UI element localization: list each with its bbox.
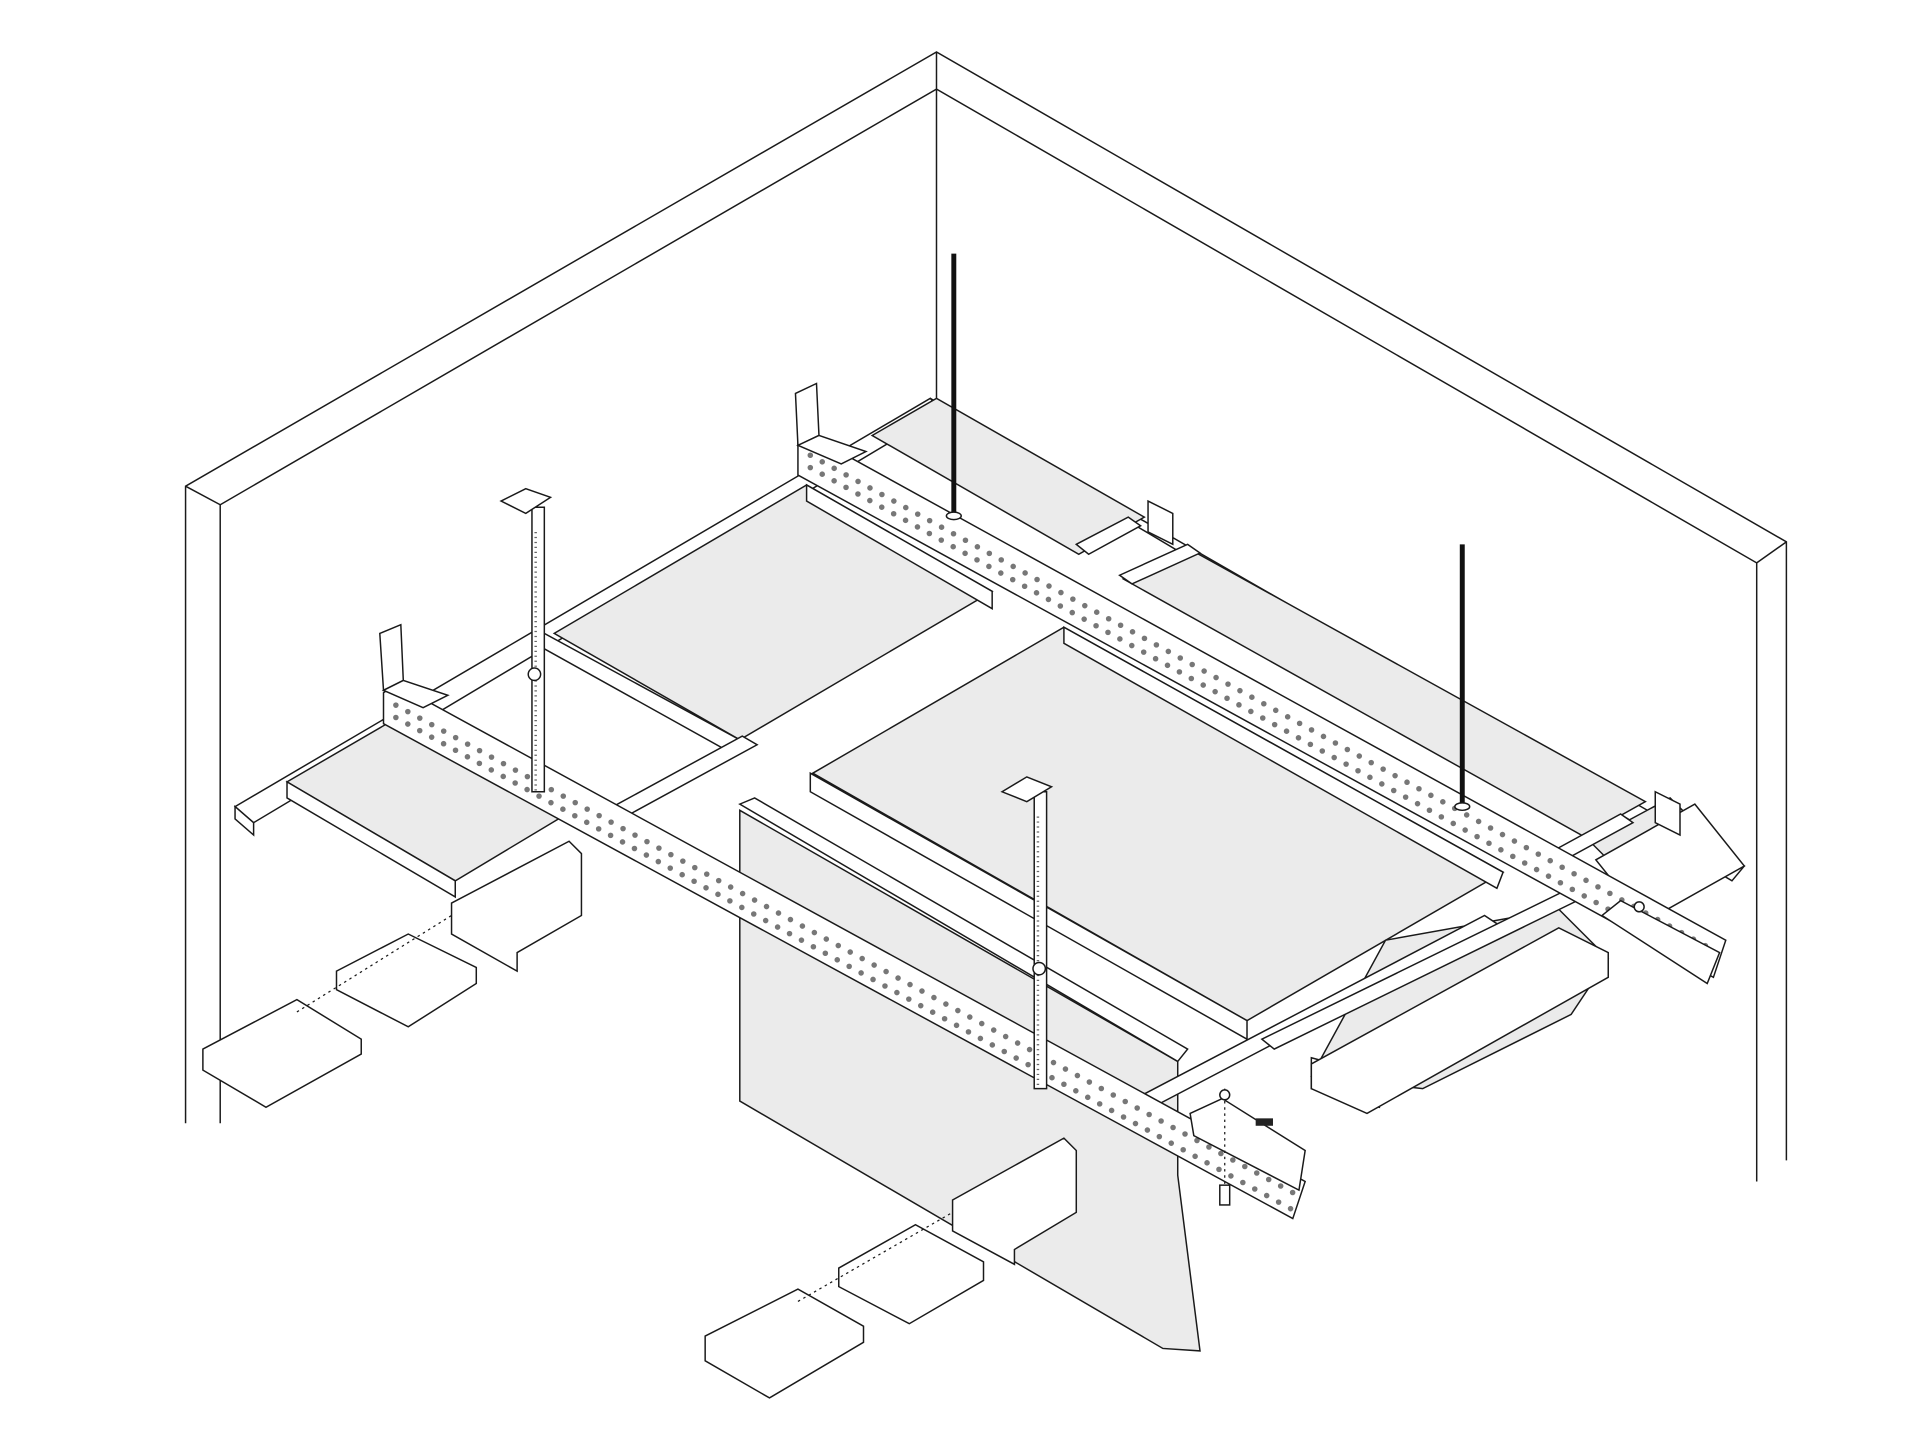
bracket-3 (1147, 499, 1174, 546)
tray-3 (202, 998, 362, 1109)
panel-top (870, 397, 1146, 556)
hanger-left (531, 506, 546, 793)
tray-6 (704, 1288, 865, 1399)
tray-1 (450, 840, 583, 973)
hanger-center (1033, 791, 1048, 1090)
tray-4 (951, 1137, 1078, 1266)
tray-5 (838, 1223, 985, 1325)
cable-tray-sections (202, 840, 1609, 1399)
threaded-hanger-rods (945, 253, 1471, 812)
cross-rail-bracket (1189, 1097, 1306, 1192)
perforated-rails (382, 434, 1727, 1220)
bracket-2 (379, 623, 405, 692)
bracket-1 (794, 382, 820, 447)
tray-right (1310, 926, 1609, 1115)
bracket-4 (1654, 790, 1681, 837)
adjustable-hangers (499, 487, 1054, 1090)
tray-2 (335, 933, 478, 1028)
cross-beams (604, 516, 1746, 1125)
room-walls (184, 51, 1788, 1182)
